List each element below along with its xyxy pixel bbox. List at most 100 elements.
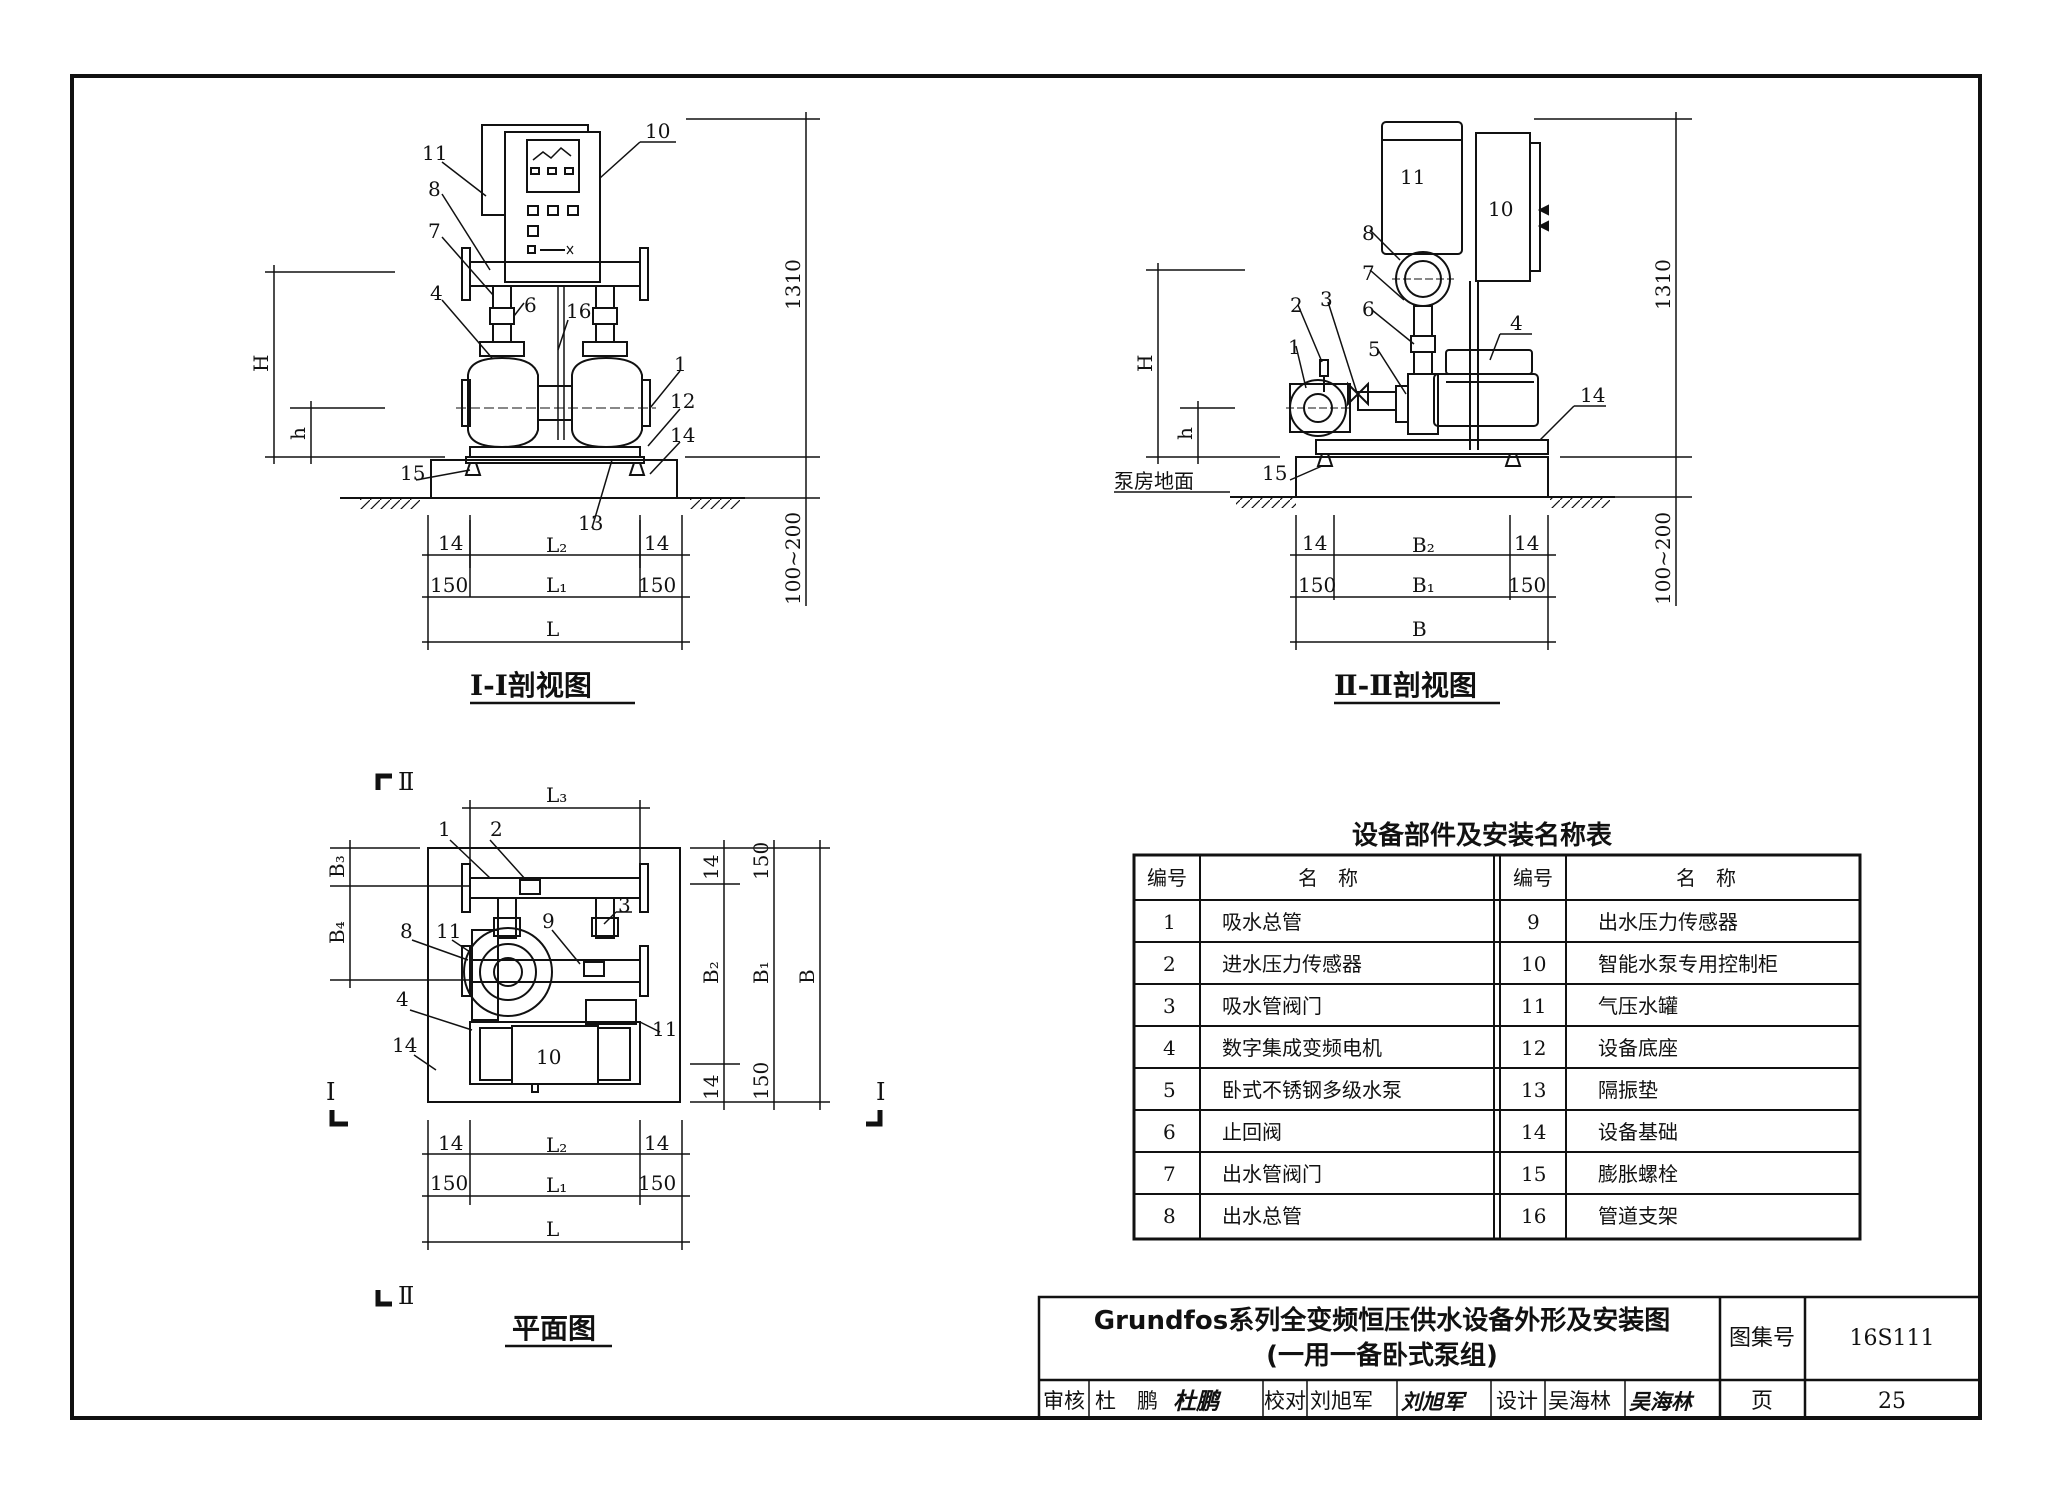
dim-L2: L₂ [546,533,567,557]
checker-signature: 刘旭军 [1401,1389,1468,1414]
reviewer-name: 杜 鹏 [1095,1389,1158,1413]
page-label: 页 [1751,1389,1773,1414]
atlas-label: 图集号 [1729,1326,1795,1351]
page-number: 25 [1878,1389,1906,1414]
dim-B4: B₄ [325,921,349,944]
part-no: 4 [1163,1036,1176,1060]
parts-table-text: 编号 名 称 编号 名 称 1 吸水总管 9 出水压力传感器 2 进水压力传感器… [1147,866,1778,1228]
dim-H: H [249,355,273,372]
dim-B: B [1412,617,1427,641]
header-no-2: 编号 [1513,866,1553,890]
part-name: 膨胀螺栓 [1598,1162,1678,1186]
dim-h: h [286,427,310,440]
title-block-text: Grundfos系列全变频恒压供水设备外形及安装图 (一用一备卧式泵组) 图集号… [1043,1305,1935,1415]
dim-150-right: 150 [638,573,676,597]
part-name: 进水压力传感器 [1222,952,1362,976]
part-no: 9 [1527,910,1540,934]
callout-12: 12 [670,389,695,413]
drawing-title-line2: (一用一备卧式泵组) [1266,1340,1498,1371]
header-name-2: 名 称 [1676,866,1736,890]
callout-10: 10 [645,119,670,143]
part-name: 吸水管阀门 [1222,994,1322,1018]
part-name: 止回阀 [1222,1120,1282,1144]
callout-4: 4 [430,281,443,305]
design-label: 设计 [1496,1389,1538,1413]
dim-150-right: 150 [638,1171,676,1195]
callout-6: 6 [1362,297,1375,321]
section-2-view [1114,112,1692,705]
dim-150-right: 150 [1508,573,1546,597]
callout-2: 2 [1290,293,1303,317]
plan-labels: 1 2 3 8 11 9 4 14 10 11 Ⅱ Ⅱ Ⅰ Ⅰ L₃ B₃ B₄… [325,768,885,1345]
designer-name: 吴海林 [1548,1389,1611,1413]
part-name: 设备底座 [1598,1036,1678,1060]
callout-9: 9 [542,909,555,933]
part-no: 15 [1521,1162,1546,1186]
callout-11-right: 11 [652,1017,677,1041]
dim-H: H [1133,355,1157,372]
part-name: 管道支架 [1598,1204,1678,1228]
callout-1: 1 [674,352,687,376]
part-no: 3 [1163,994,1176,1018]
header-no: 编号 [1147,866,1187,890]
dim-150-left: 150 [430,573,468,597]
dim-150-left: 150 [1298,573,1336,597]
section-2-labels: 11 10 8 7 2 3 6 1 5 4 14 15 泵房地面 1310 H … [1114,165,1675,702]
dim-L: L [546,1217,559,1241]
dim-1310: 1310 [781,259,805,310]
part-no: 2 [1163,952,1176,976]
dim-B1: B₁ [749,961,773,984]
part-no: 13 [1521,1078,1546,1102]
review-label: 审核 [1043,1389,1085,1413]
dim-100-200: 100~200 [1651,512,1675,605]
callout-1: 1 [438,817,451,841]
callout-7: 7 [428,219,441,243]
callout-3: 3 [618,893,631,917]
callout-7: 7 [1362,261,1375,285]
dim-150-left: 150 [430,1171,468,1195]
dim-v14-bottom: 14 [699,1075,723,1100]
callout-13: 13 [578,511,603,535]
header-name: 名 称 [1298,866,1358,890]
part-no: 5 [1163,1078,1176,1102]
dim-L2: L₂ [546,1133,567,1157]
part-name: 吸水总管 [1222,910,1302,934]
part-no: 8 [1163,1204,1176,1228]
part-no: 7 [1163,1162,1176,1186]
callout-3: 3 [1320,287,1333,311]
part-name: 隔振垫 [1598,1078,1658,1102]
part-name: 出水压力传感器 [1598,910,1738,934]
part-no: 6 [1163,1120,1176,1144]
plan-view [329,773,883,1348]
callout-10: 10 [1488,197,1513,221]
callout-15: 15 [1262,461,1287,485]
part-no: 16 [1521,1204,1546,1228]
checker-name: 刘旭军 [1310,1389,1373,1413]
callout-14: 14 [392,1033,417,1057]
callout-8: 8 [1362,221,1375,245]
callout-1: 1 [1288,335,1301,359]
parts-table [1132,853,1862,1241]
dim-B: B [795,969,819,984]
atlas-number: 16S111 [1849,1326,1934,1351]
dim-B2: B₂ [1412,533,1435,557]
dim-B2: B₂ [699,961,723,984]
callout-10: 10 [536,1045,561,1069]
section-mark-ii-bottom: Ⅱ [398,1282,414,1310]
plan-title: 平面图 [512,1312,596,1345]
dim-v150-bottom: 150 [749,1062,773,1100]
section-1-view [265,112,820,705]
part-no: 10 [1521,952,1546,976]
title-block [1037,1295,1982,1420]
callout-4: 4 [396,987,409,1011]
dim-L3: L₃ [546,783,567,807]
callout-2: 2 [490,817,503,841]
dim-v14-top: 14 [699,855,723,880]
check-label: 校对 [1264,1389,1306,1413]
dim-100-200: 100~200 [781,512,805,605]
callout-14: 14 [1580,383,1605,407]
floor-label: 泵房地面 [1114,469,1194,493]
callout-14: 14 [670,423,695,447]
section-1-title: Ⅰ-Ⅰ剖视图 [470,669,592,702]
